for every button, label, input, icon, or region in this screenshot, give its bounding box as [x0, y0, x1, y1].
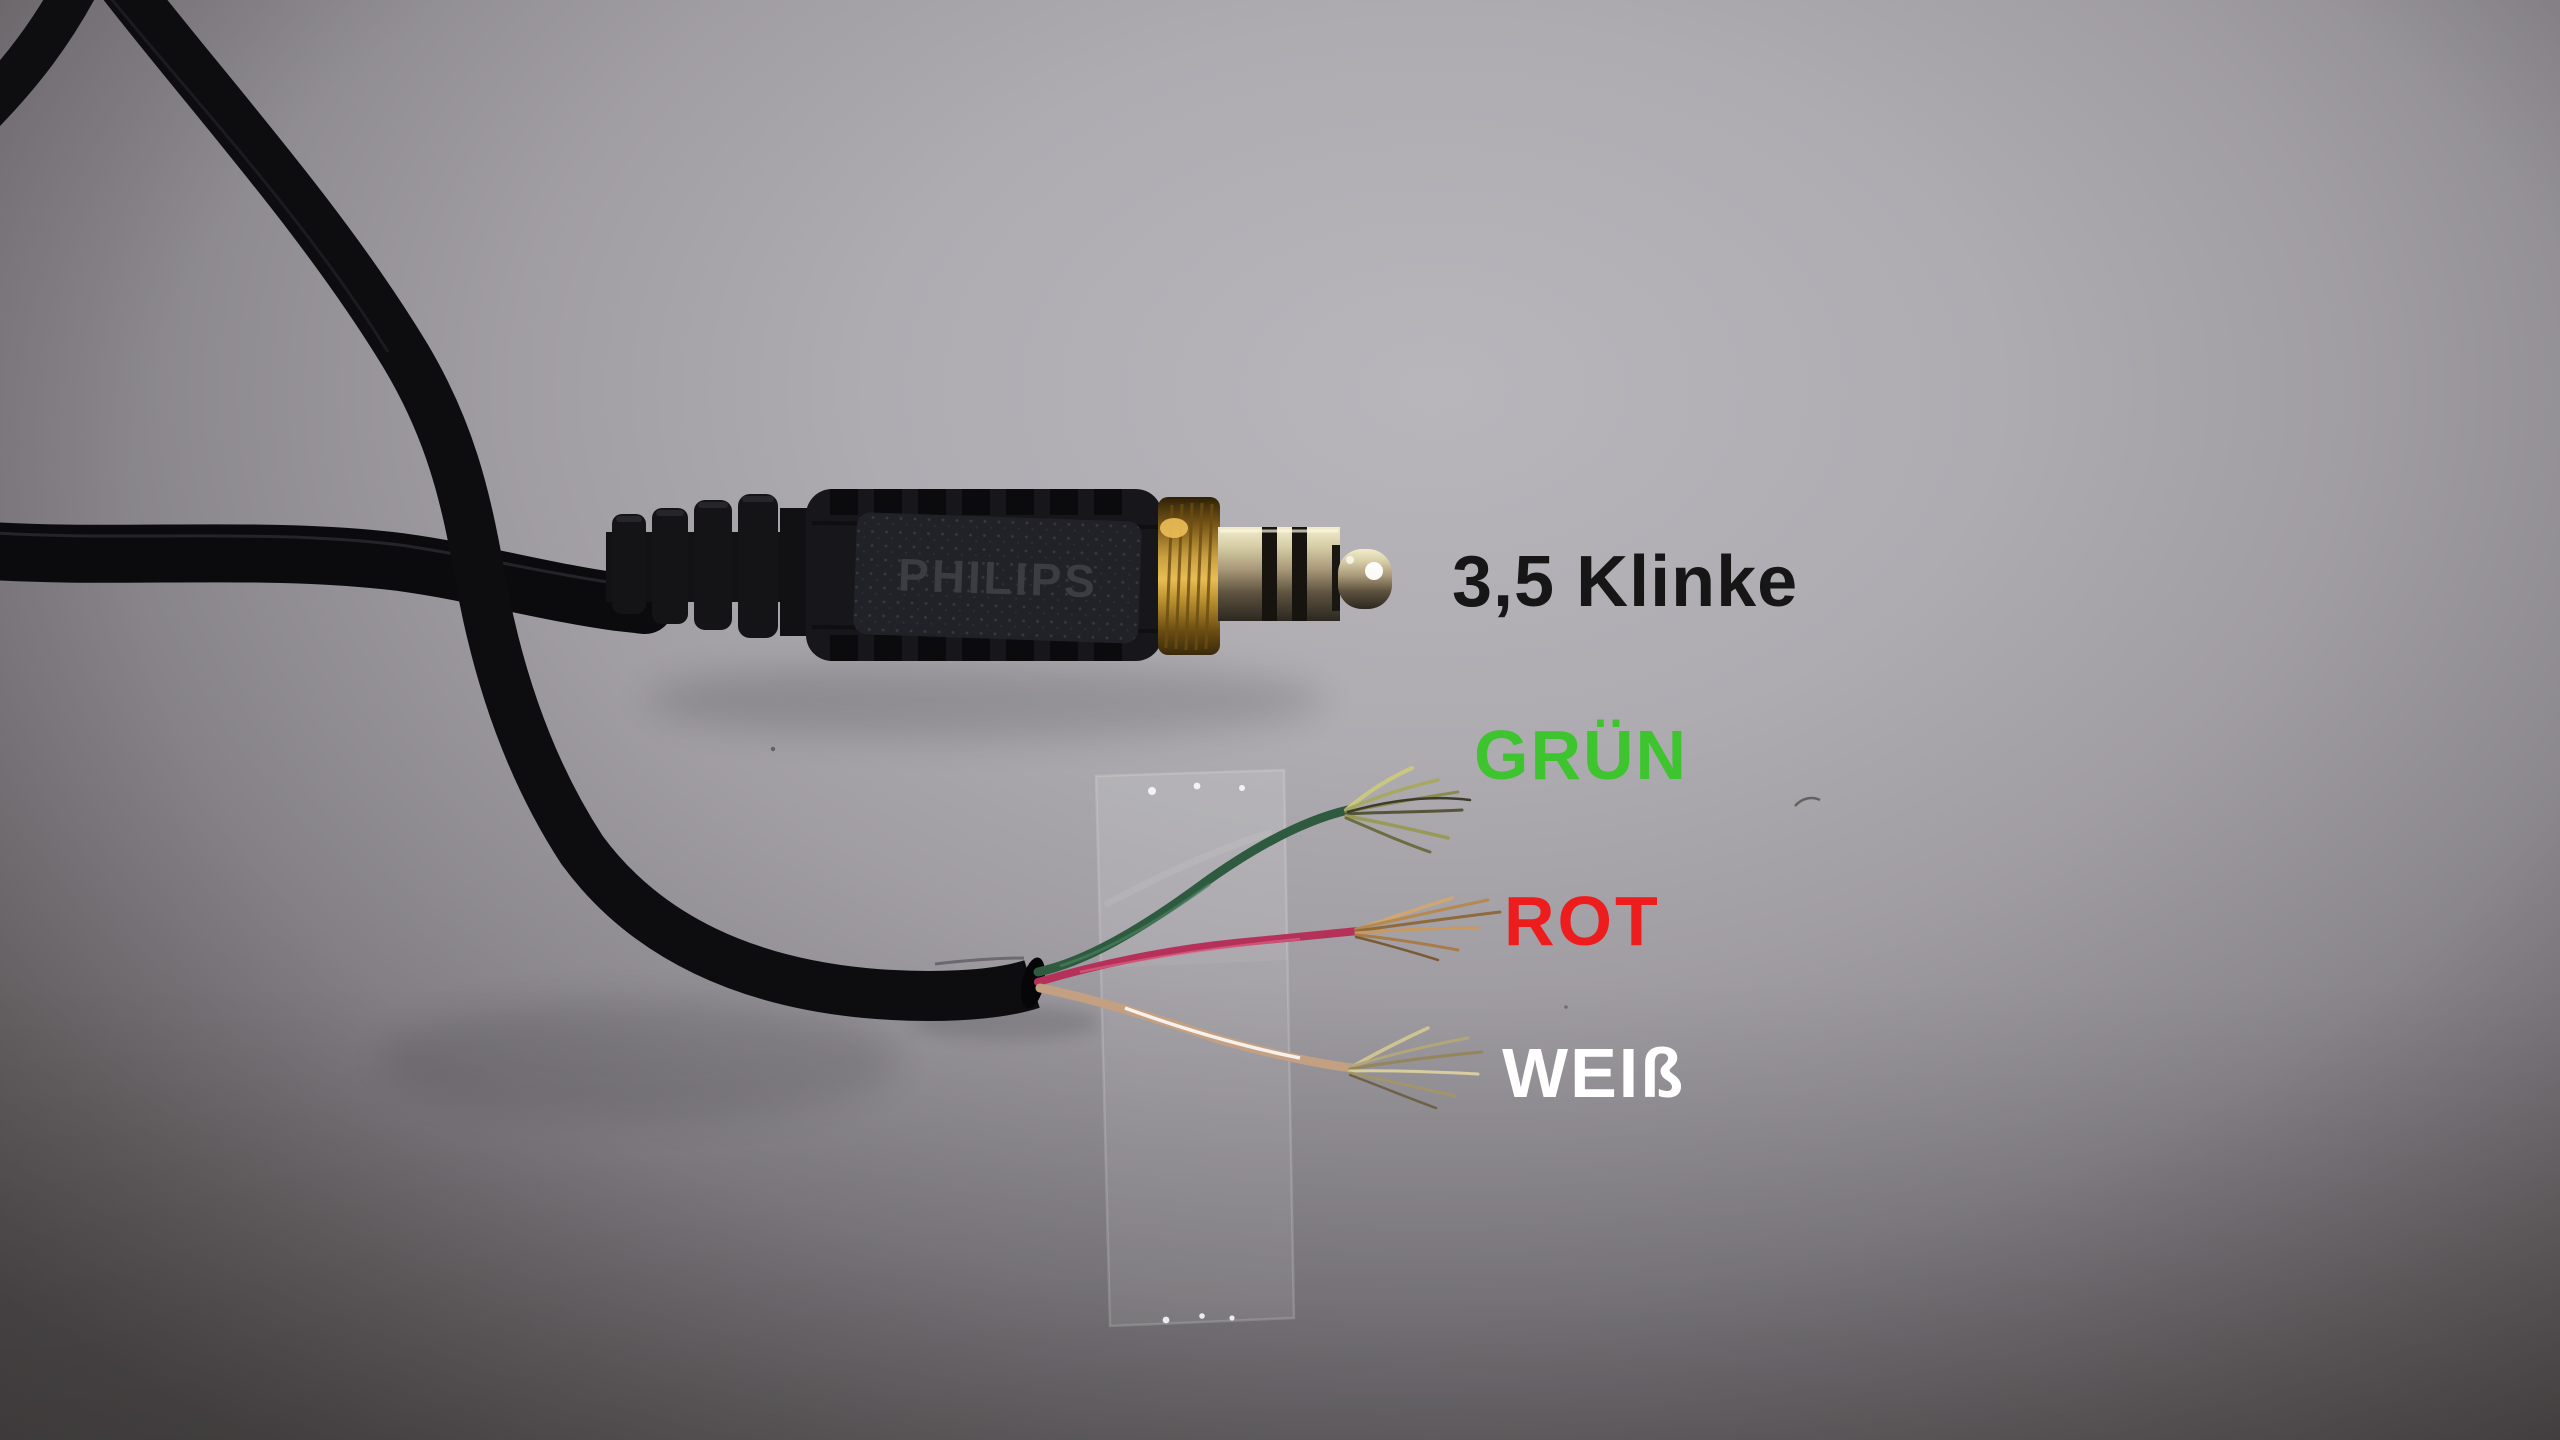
- red-wire: [1034, 927, 1362, 986]
- red-wire-highlight: [1079, 937, 1301, 974]
- plug-tip: [1338, 549, 1392, 609]
- tape-upper-sheen: [1096, 770, 1288, 968]
- white-wire-frayed-end: [1348, 1026, 1484, 1110]
- plug-brand-text: PHILIPS: [897, 548, 1099, 607]
- label-gruen: GRÜN: [1474, 716, 1689, 794]
- jacket-end-highlight: [934, 956, 1025, 966]
- tip-glint-small: [1346, 556, 1354, 564]
- strain-relief-rib-highlights: [616, 496, 774, 522]
- stripped-wires: [1033, 766, 1502, 1110]
- tape-body: [1096, 770, 1294, 1326]
- black-cable: [0, 0, 1046, 1021]
- hair-speck: [1794, 796, 1821, 807]
- wall-shadows: [380, 662, 1325, 1120]
- tape-glints: [1148, 782, 1245, 1324]
- tip-glint: [1365, 562, 1383, 580]
- green-wire-highlight: [1059, 882, 1211, 968]
- cable-to-plug: [0, 522, 674, 634]
- cable-corner-stub: [0, 0, 95, 126]
- label-weiss: WEIß: [1502, 1034, 1685, 1112]
- plug-shaft: [1218, 527, 1340, 621]
- shaft-ring-1: [1262, 527, 1277, 621]
- brand-panel-texture: [853, 512, 1142, 644]
- dust-speck-1: [770, 746, 776, 752]
- tape-edge: [1094, 768, 1296, 1328]
- cable-shadow: [380, 1000, 900, 1120]
- plug-brand-panel: PHILIPS: [853, 512, 1142, 644]
- transparent-tape: [1094, 768, 1296, 1328]
- collar-glint: [1160, 518, 1188, 538]
- cable-arc-highlight: [110, 0, 390, 353]
- red-wire-frayed-end: [1354, 896, 1502, 962]
- white-wire-sheen: [1124, 1006, 1301, 1060]
- wall-specks: [770, 746, 1821, 1009]
- label-rot: ROT: [1504, 882, 1661, 960]
- shaft-ring-2: [1292, 527, 1307, 621]
- tip-groove: [1332, 545, 1340, 611]
- cable-arc-to-wires: [103, 0, 1040, 1021]
- green-wire-frayed-end: [1344, 766, 1472, 854]
- tape-crease: [1103, 828, 1274, 909]
- dust-speck-2: [1564, 1005, 1568, 1009]
- label-35-klinke: 3,5 Klinke: [1452, 542, 1799, 622]
- cable-to-plug-highlight: [0, 531, 609, 584]
- audio-jack-plug: PHILIPS: [606, 489, 1392, 661]
- strain-relief-ribs: [612, 494, 778, 638]
- plug-shadow: [645, 662, 1325, 738]
